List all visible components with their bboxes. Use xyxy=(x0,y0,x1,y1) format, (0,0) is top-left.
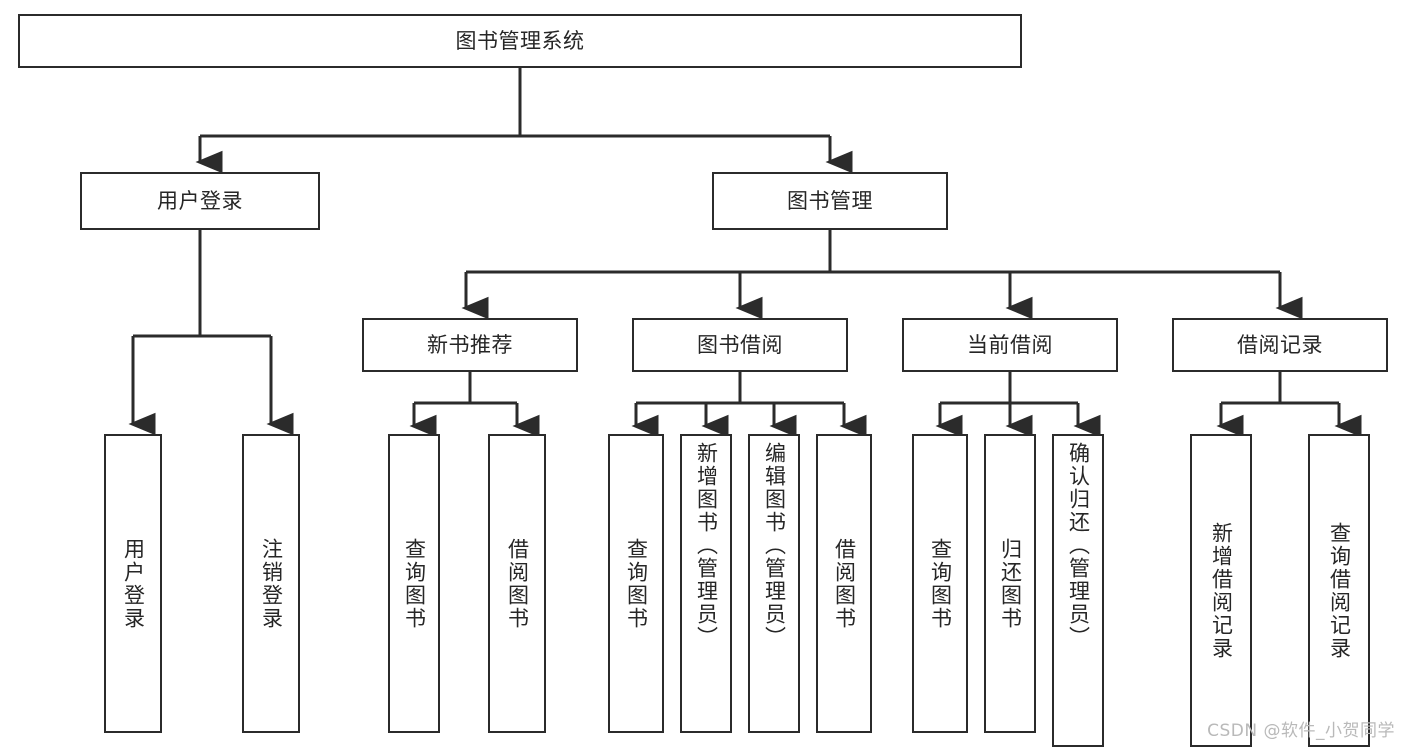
node-new-book-recommend-label: 新书推荐 xyxy=(427,332,513,357)
node-leaf-edit-book[interactable]: 编辑图书（管理员） xyxy=(748,434,800,733)
node-leaf-query-book-2-label: 查询图书 xyxy=(624,537,649,630)
node-leaf-query-book-2[interactable]: 查询图书 xyxy=(608,434,664,733)
node-leaf-confirm-return-label: 确认归还（管理员） xyxy=(1066,442,1091,649)
node-leaf-borrow-book-2-label: 借阅图书 xyxy=(832,537,857,630)
node-leaf-edit-book-label: 编辑图书（管理员） xyxy=(762,442,787,649)
node-leaf-return-book-label: 归还图书 xyxy=(998,537,1023,630)
node-borrow-record[interactable]: 借阅记录 xyxy=(1172,318,1388,372)
node-current-borrow[interactable]: 当前借阅 xyxy=(902,318,1118,372)
node-leaf-add-book[interactable]: 新增图书（管理员） xyxy=(680,434,732,733)
node-leaf-logout-label: 注销登录 xyxy=(259,537,284,630)
node-leaf-borrow-book-1-label: 借阅图书 xyxy=(505,537,530,630)
node-leaf-add-record-label: 新增借阅记录 xyxy=(1209,521,1234,660)
node-user-login[interactable]: 用户登录 xyxy=(80,172,320,230)
node-new-book-recommend[interactable]: 新书推荐 xyxy=(362,318,578,372)
node-leaf-query-record-label: 查询借阅记录 xyxy=(1327,521,1352,660)
node-book-borrow[interactable]: 图书借阅 xyxy=(632,318,848,372)
node-leaf-user-login[interactable]: 用户登录 xyxy=(104,434,162,733)
node-leaf-query-book-1-label: 查询图书 xyxy=(402,537,427,630)
node-root-label: 图书管理系统 xyxy=(455,28,585,53)
node-leaf-return-book[interactable]: 归还图书 xyxy=(984,434,1036,733)
node-leaf-query-book-1[interactable]: 查询图书 xyxy=(388,434,440,733)
node-leaf-confirm-return[interactable]: 确认归还（管理员） xyxy=(1052,434,1104,747)
node-leaf-user-login-label: 用户登录 xyxy=(121,537,146,630)
node-leaf-add-record[interactable]: 新增借阅记录 xyxy=(1190,434,1252,747)
node-leaf-query-book-3[interactable]: 查询图书 xyxy=(912,434,968,733)
node-leaf-borrow-book-2[interactable]: 借阅图书 xyxy=(816,434,872,733)
node-book-manage-label: 图书管理 xyxy=(787,188,873,213)
node-leaf-add-book-label: 新增图书（管理员） xyxy=(694,442,719,649)
node-book-borrow-label: 图书借阅 xyxy=(697,332,783,357)
node-leaf-logout[interactable]: 注销登录 xyxy=(242,434,300,733)
node-book-manage[interactable]: 图书管理 xyxy=(712,172,948,230)
node-root[interactable]: 图书管理系统 xyxy=(18,14,1022,68)
node-current-borrow-label: 当前借阅 xyxy=(967,332,1053,357)
node-leaf-query-book-3-label: 查询图书 xyxy=(928,537,953,630)
node-user-login-label: 用户登录 xyxy=(157,188,243,213)
node-leaf-borrow-book-1[interactable]: 借阅图书 xyxy=(488,434,546,733)
node-borrow-record-label: 借阅记录 xyxy=(1237,332,1323,357)
node-leaf-query-record[interactable]: 查询借阅记录 xyxy=(1308,434,1370,747)
